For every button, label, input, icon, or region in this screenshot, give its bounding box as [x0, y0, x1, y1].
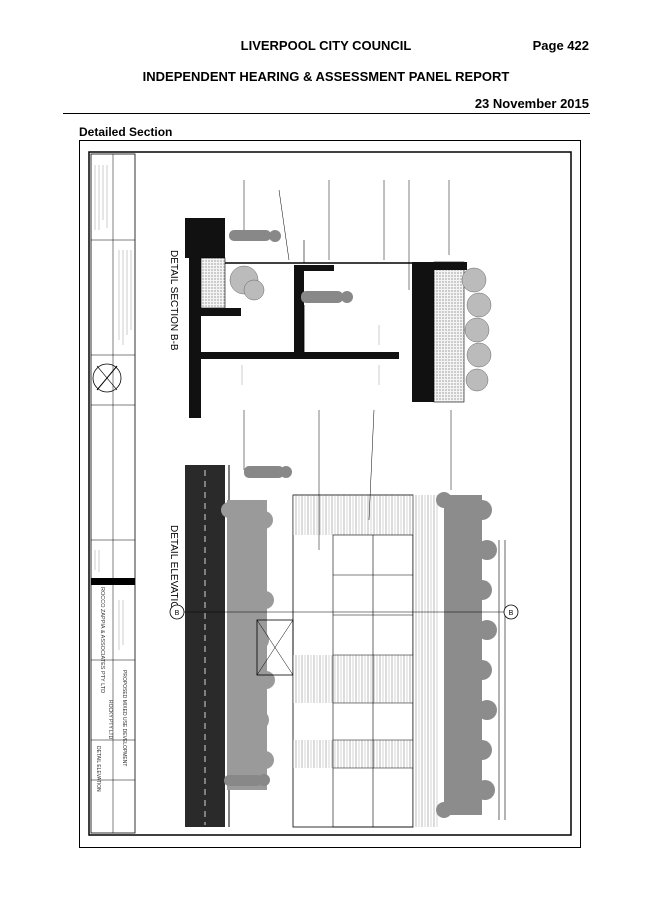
section-heading: Detailed Section [79, 125, 173, 139]
detail-section-drawing [185, 180, 492, 418]
report-title: INDEPENDENT HEARING & ASSESSMENT PANEL R… [142, 69, 510, 84]
detail-section-title: DETAIL SECTION B-B [168, 250, 179, 351]
architectural-drawing: ROCCO ZAPPIA & ASSOCIATES PTY LTD PROPOS… [79, 140, 581, 848]
project-name: PROPOSED MIXED USE DEVELOPMENT [121, 670, 127, 766]
section-mark-right: B [509, 610, 514, 617]
detail-elevation-title: DETAIL ELEVATION [168, 525, 179, 616]
drawing-frame [79, 140, 581, 848]
tree-band-left [221, 500, 275, 790]
header-rule [63, 113, 590, 114]
council-name: LIVERPOOL CITY COUNCIL [240, 38, 412, 53]
facade [292, 494, 438, 828]
report-date: 23 November 2015 [474, 96, 589, 111]
company-name: ROCCO ZAPPIA & ASSOCIATES PTY LTD [99, 587, 105, 693]
client-name: ROCKY PTY LTD [107, 700, 113, 740]
sheet-title: DETAIL ELEVATION [95, 746, 101, 792]
drawing-inner-border [88, 151, 572, 836]
page-number: Page 422 [532, 38, 589, 53]
title-block [90, 153, 136, 834]
detail-elevation-drawing: B B [169, 409, 519, 828]
section-mark-left: B [175, 610, 180, 617]
tree-band-right [436, 492, 497, 818]
